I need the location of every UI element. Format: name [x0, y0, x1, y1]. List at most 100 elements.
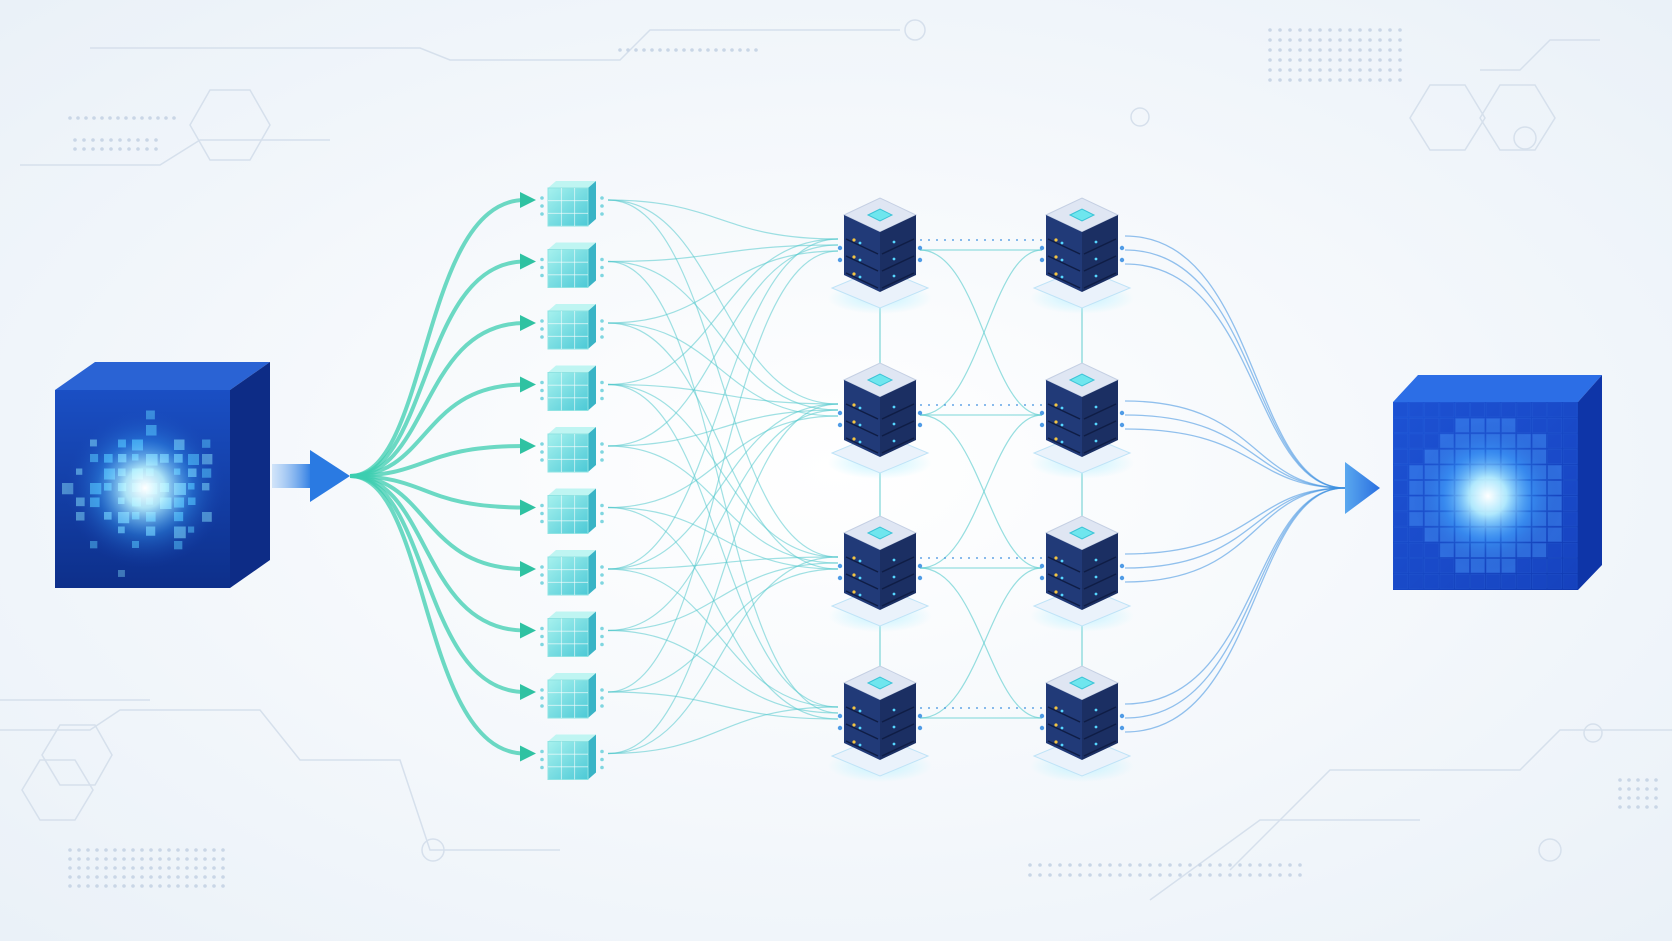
grid-cell	[1562, 433, 1578, 449]
dot	[203, 875, 207, 879]
target-data-block	[1393, 375, 1602, 590]
grid-cell	[1393, 573, 1408, 589]
dot	[221, 866, 225, 870]
dot	[1368, 78, 1372, 82]
dot	[706, 48, 710, 52]
split-arrow-head	[520, 684, 536, 700]
dot	[1358, 58, 1362, 62]
server-grid	[828, 197, 1134, 782]
dot	[113, 848, 117, 852]
dot	[1654, 796, 1658, 800]
server-output-link	[1124, 487, 1346, 719]
dot	[1288, 48, 1292, 52]
dot	[1368, 38, 1372, 42]
dot	[124, 116, 128, 120]
dot	[158, 857, 162, 861]
server-cross-link	[919, 414, 1043, 569]
dot	[68, 884, 72, 888]
dot	[212, 857, 216, 861]
split-arrows	[349, 192, 536, 762]
dot	[1178, 863, 1182, 867]
dot	[1148, 863, 1152, 867]
dot	[109, 147, 113, 151]
dot	[1378, 28, 1382, 32]
grid-cell	[1408, 449, 1424, 464]
dot	[194, 848, 198, 852]
grid-cell	[1393, 558, 1408, 574]
grid-cell	[1532, 402, 1547, 418]
dot	[1627, 787, 1631, 791]
grid-cell	[1547, 433, 1562, 449]
grid-cell	[1408, 573, 1424, 589]
dot	[82, 138, 86, 142]
data-chunk-10	[540, 734, 604, 780]
dot	[1228, 873, 1232, 877]
dot	[113, 857, 117, 861]
dot	[1378, 38, 1382, 42]
dot	[1108, 873, 1112, 877]
dot	[1348, 48, 1352, 52]
dot	[185, 857, 189, 861]
dot	[1238, 873, 1242, 877]
dot	[176, 866, 180, 870]
dot	[77, 866, 81, 870]
dot	[1308, 58, 1312, 62]
chunk-server-link	[607, 568, 839, 693]
dot	[1218, 873, 1222, 877]
dot	[104, 875, 108, 879]
dot	[642, 48, 646, 52]
dot	[1654, 805, 1658, 809]
dot	[1328, 28, 1332, 32]
data-chunk-3	[540, 304, 604, 350]
dot	[1278, 48, 1282, 52]
grid-cell	[1562, 573, 1578, 589]
grid-cell	[1393, 464, 1408, 480]
dot	[1198, 873, 1202, 877]
data-chunk-1	[540, 181, 604, 227]
dot	[1288, 28, 1292, 32]
dot	[698, 48, 702, 52]
dot	[154, 138, 158, 142]
dot	[86, 848, 90, 852]
dot	[167, 848, 171, 852]
chunk-server-link	[607, 199, 839, 405]
grid-cell	[1547, 402, 1562, 418]
dot	[1148, 873, 1152, 877]
grid-cell	[1547, 417, 1562, 433]
dot	[1348, 58, 1352, 62]
chunk-server-link	[607, 238, 839, 570]
dot	[176, 848, 180, 852]
dot	[1358, 68, 1362, 72]
dot	[1068, 873, 1072, 877]
chunk-server-link	[607, 403, 839, 755]
dot	[176, 884, 180, 888]
dot	[1278, 863, 1282, 867]
dot	[1038, 863, 1042, 867]
dot	[1268, 58, 1272, 62]
grid-cell	[1424, 417, 1439, 433]
split-arrow-head	[520, 622, 536, 639]
chunk-server-link	[607, 383, 839, 405]
server-rack-4	[1030, 362, 1134, 479]
split-arrow-head	[520, 315, 536, 331]
dot	[1028, 863, 1032, 867]
dot	[212, 866, 216, 870]
dot	[221, 848, 225, 852]
grid-cell	[1562, 402, 1578, 418]
dot	[1636, 778, 1640, 782]
dot	[1298, 78, 1302, 82]
dot	[1268, 78, 1272, 82]
grid-cell	[1393, 480, 1408, 496]
split-arrow-10	[349, 474, 526, 756]
dot	[634, 48, 638, 52]
dot	[1388, 28, 1392, 32]
dot	[212, 884, 216, 888]
dot	[122, 857, 126, 861]
dot	[1378, 48, 1382, 52]
dot	[1298, 863, 1302, 867]
dot	[1348, 68, 1352, 72]
dot	[1288, 68, 1292, 72]
dot	[1368, 48, 1372, 52]
dot	[122, 866, 126, 870]
dot	[95, 848, 99, 852]
